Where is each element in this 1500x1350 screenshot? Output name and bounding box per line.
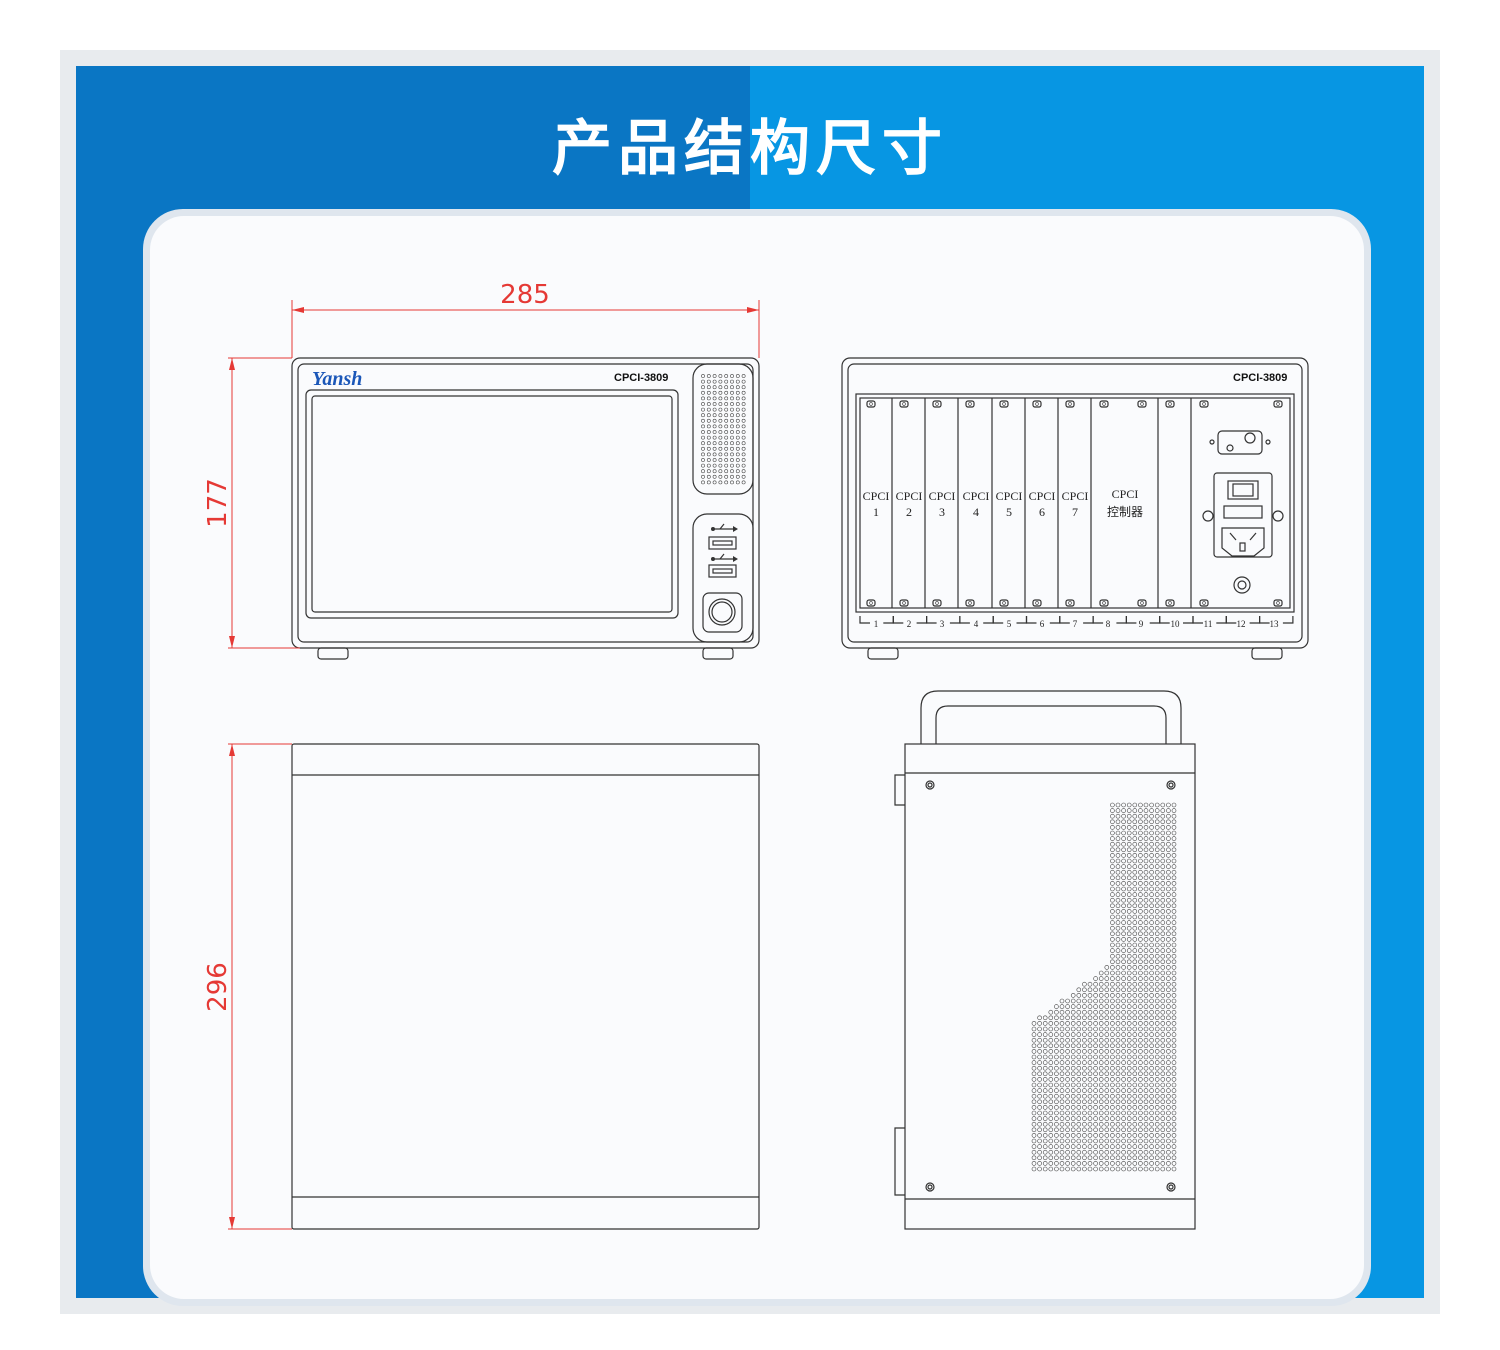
- usb-icon: [711, 523, 738, 532]
- svg-text:5: 5: [1006, 505, 1012, 519]
- svg-text:10: 10: [1171, 619, 1181, 629]
- svg-text:CPCI: CPCI: [963, 489, 990, 503]
- svg-text:1: 1: [873, 505, 879, 519]
- svg-text:CPCI: CPCI: [896, 489, 923, 503]
- svg-text:11: 11: [1204, 619, 1213, 629]
- ground-terminal: [1233, 576, 1251, 594]
- width-value: 285: [500, 280, 550, 310]
- slot-label-2: CPCI 2: [896, 489, 923, 519]
- power-switch[interactable]: [1227, 480, 1259, 500]
- front-model-label: CPCI-3809: [614, 372, 668, 384]
- slot-label-6: CPCI 6: [1029, 489, 1056, 519]
- svg-text:CPCI: CPCI: [863, 489, 890, 503]
- power-module: [1202, 430, 1284, 594]
- svg-text:13: 13: [1270, 619, 1280, 629]
- svg-text:6: 6: [1039, 505, 1045, 519]
- svg-text:8: 8: [1106, 619, 1111, 629]
- svg-text:12: 12: [1237, 619, 1246, 629]
- height-value: 177: [203, 478, 233, 528]
- slot-label-1: CPCI 1: [863, 489, 890, 519]
- svg-text:2: 2: [906, 505, 912, 519]
- svg-text:2: 2: [907, 619, 912, 629]
- brand-logo: Yansh: [312, 368, 362, 390]
- foot: [867, 647, 899, 660]
- power-button[interactable]: [702, 592, 743, 633]
- svg-text:5: 5: [1007, 619, 1012, 629]
- svg-text:4: 4: [973, 505, 979, 519]
- svg-text:3: 3: [939, 505, 945, 519]
- usb-port[interactable]: [708, 564, 737, 578]
- foot: [702, 647, 734, 660]
- svg-text:CPCI: CPCI: [996, 489, 1023, 503]
- display-screen: [305, 389, 679, 619]
- vent-grille: [1031, 802, 1177, 1172]
- carry-handle: [920, 690, 1182, 744]
- dimension-width: 285: [291, 280, 760, 358]
- svg-text:CPCI: CPCI: [929, 489, 956, 503]
- depth-value: 296: [203, 962, 233, 1012]
- slot-label-controller: CPCI 控制器: [1107, 487, 1143, 519]
- svg-text:CPCI: CPCI: [1029, 489, 1056, 503]
- rear-view: CPCI-3809 CPCI 1 CPCI 2 CPCI 3 CPCI 4 CP…: [841, 357, 1309, 660]
- svg-text:1: 1: [874, 619, 879, 629]
- svg-text:CPCI: CPCI: [1062, 489, 1089, 503]
- io-panel: [692, 513, 754, 643]
- svg-text:7: 7: [1073, 619, 1078, 629]
- speaker-grille: [692, 363, 754, 495]
- svg-text:CPCI: CPCI: [1112, 487, 1139, 501]
- slot-label-3: CPCI 3: [929, 489, 956, 519]
- rear-model-label: CPCI-3809: [1233, 372, 1287, 384]
- slot-label-7: CPCI 7: [1062, 489, 1089, 519]
- dimension-height: 177: [203, 357, 300, 649]
- usb-icon: [711, 553, 738, 562]
- svg-text:3: 3: [940, 619, 945, 629]
- top-view: [291, 743, 760, 1230]
- slot-label-4: CPCI 4: [963, 489, 990, 519]
- slot-label-5: CPCI 5: [996, 489, 1023, 519]
- svg-text:6: 6: [1040, 619, 1045, 629]
- svg-text:控制器: 控制器: [1107, 505, 1143, 519]
- side-view: [894, 690, 1196, 1230]
- foot: [1251, 647, 1283, 660]
- slot-number-row: 1 2 3 4 5 6 7 8 9 10 11 12 13: [874, 619, 1279, 629]
- foot: [317, 647, 349, 660]
- page-title: 产品结构尺寸: [552, 114, 948, 184]
- power-inlet: [1213, 472, 1273, 558]
- svg-text:9: 9: [1139, 619, 1144, 629]
- svg-text:7: 7: [1072, 505, 1078, 519]
- usb-port[interactable]: [708, 536, 737, 550]
- svg-text:4: 4: [974, 619, 979, 629]
- dimension-depth: 296: [203, 743, 292, 1230]
- front-view: Yansh CPCI-3809: [291, 357, 760, 660]
